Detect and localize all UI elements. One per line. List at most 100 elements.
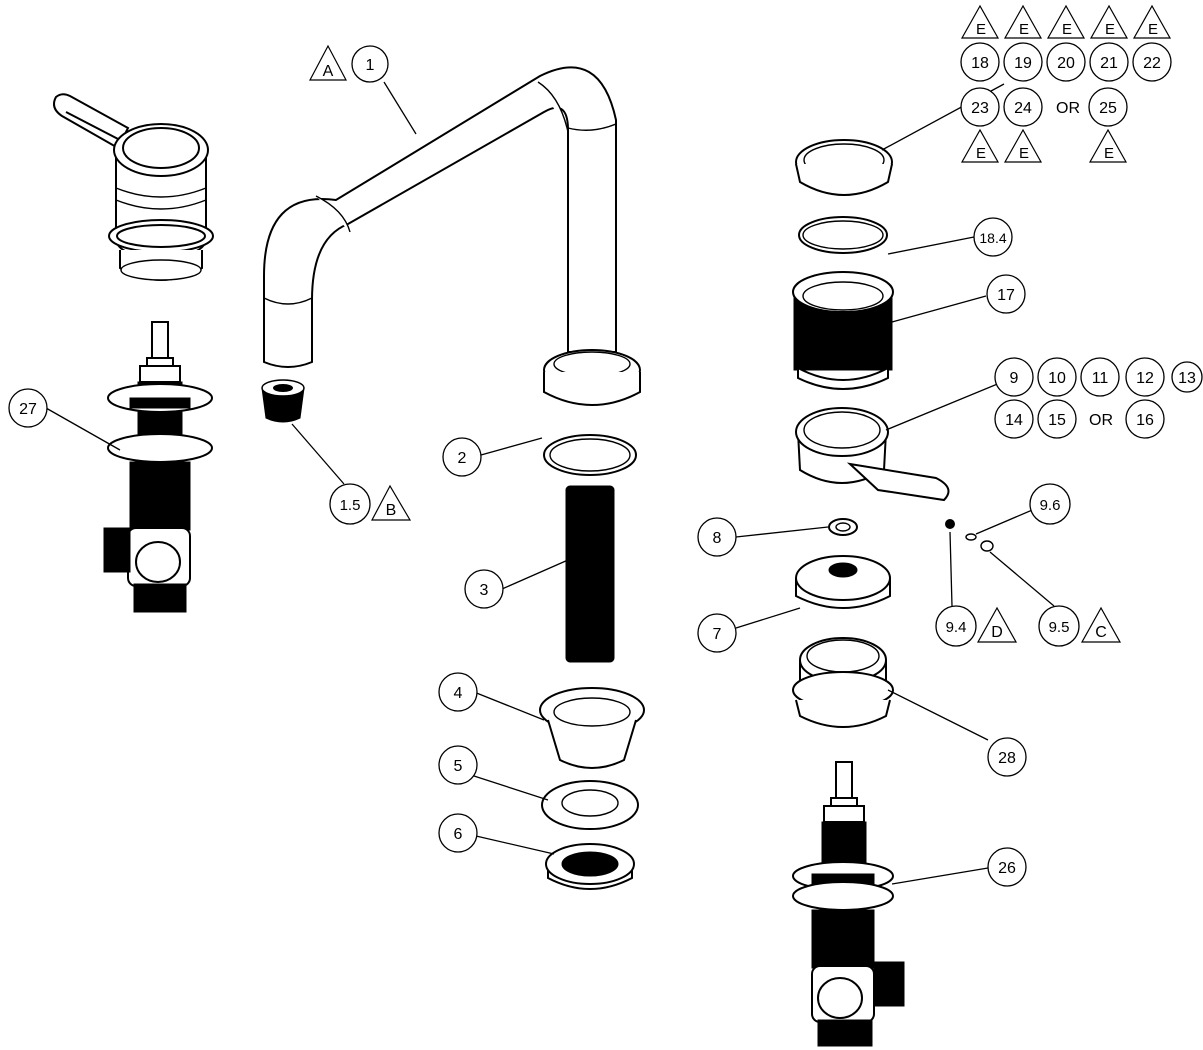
callout-7: 7 <box>697 613 737 653</box>
callout-9: 9 <box>994 357 1034 397</box>
bonnet-7 <box>795 555 891 609</box>
svg-text:1.5: 1.5 <box>340 497 361 514</box>
callout-12: 12 <box>1125 357 1165 397</box>
callout-18-4: 18.4 <box>973 217 1013 257</box>
svg-text:12: 12 <box>1136 370 1154 387</box>
nut-6 <box>545 843 635 890</box>
callout-11: 11 <box>1080 357 1120 397</box>
washer-5 <box>541 780 639 830</box>
callout-6: 6 <box>438 813 478 853</box>
callout-23: 23 <box>960 87 1000 127</box>
svg-text:8: 8 <box>713 530 722 547</box>
callout-22: 22 <box>1132 42 1172 82</box>
or-label-middle: OR <box>1089 412 1113 429</box>
spout <box>263 66 641 406</box>
o-ring-2 <box>543 434 637 476</box>
svg-text:23: 23 <box>971 100 989 117</box>
flag-e-21: E <box>1089 4 1129 39</box>
svg-text:C: C <box>1095 624 1107 641</box>
svg-text:6: 6 <box>454 826 463 843</box>
callout-4: 4 <box>438 672 478 712</box>
svg-text:25: 25 <box>1099 100 1117 117</box>
adapter-28 <box>792 637 894 728</box>
callout-5: 5 <box>438 745 478 785</box>
svg-text:5: 5 <box>454 758 463 775</box>
callout-9-5: 9.5 <box>1038 605 1080 647</box>
callout-25: 25 <box>1088 87 1128 127</box>
callout-17: 17 <box>986 274 1026 314</box>
left-valve-body <box>103 321 213 613</box>
flag-e-23: E <box>960 128 1000 163</box>
svg-text:E: E <box>1062 21 1072 38</box>
aerator <box>261 379 305 423</box>
callout-28: 28 <box>987 737 1027 777</box>
callout-21: 21 <box>1089 42 1129 82</box>
callout-15: 15 <box>1037 399 1077 439</box>
svg-text:9.4: 9.4 <box>946 619 967 636</box>
svg-text:E: E <box>1019 145 1029 162</box>
callout-16: 16 <box>1125 399 1165 439</box>
lever-handle-9 <box>795 407 950 502</box>
svg-text:14: 14 <box>1005 412 1023 429</box>
left-lever-handle <box>53 93 214 281</box>
svg-text:E: E <box>1148 21 1158 38</box>
svg-text:28: 28 <box>998 750 1016 767</box>
svg-text:1: 1 <box>366 57 375 74</box>
callout-9-4: 9.4 <box>935 605 977 647</box>
knurled-sleeve-17 <box>792 271 894 390</box>
callout-9-6: 9.6 <box>1029 483 1071 525</box>
svg-text:15: 15 <box>1048 412 1066 429</box>
or-label-top: OR <box>1056 100 1080 117</box>
svg-text:17: 17 <box>997 287 1015 304</box>
svg-text:18.4: 18.4 <box>979 230 1006 246</box>
svg-text:E: E <box>1019 21 1029 38</box>
callout-1: 1 <box>351 45 389 83</box>
callout-18: 18 <box>960 42 1000 82</box>
svg-text:20: 20 <box>1057 55 1075 72</box>
callout-20: 20 <box>1046 42 1086 82</box>
callout-10: 10 <box>1037 357 1077 397</box>
flag-c: C <box>1080 606 1122 643</box>
svg-text:9.6: 9.6 <box>1040 497 1061 514</box>
callout-26: 26 <box>987 847 1027 887</box>
callout-1-5: 1.5 <box>329 483 371 525</box>
svg-text:11: 11 <box>1092 370 1109 387</box>
svg-text:9.5: 9.5 <box>1049 619 1070 636</box>
svg-text:E: E <box>1105 21 1115 38</box>
flag-e-22: E <box>1132 4 1172 39</box>
callout-13: 13 <box>1171 361 1203 393</box>
svg-text:E: E <box>976 21 986 38</box>
flag-e-24: E <box>1003 128 1043 163</box>
flange-4 <box>539 687 645 769</box>
o-ring-18-4 <box>798 216 888 254</box>
svg-text:16: 16 <box>1136 412 1154 429</box>
flag-d: D <box>976 606 1018 643</box>
flag-e-19: E <box>1003 4 1043 39</box>
callout-8: 8 <box>697 517 737 557</box>
right-valve-body <box>792 761 905 1047</box>
flag-e-20: E <box>1046 4 1086 39</box>
svg-text:B: B <box>386 502 397 519</box>
svg-text:A: A <box>323 63 334 80</box>
callout-14: 14 <box>994 399 1034 439</box>
callout-19: 19 <box>1003 42 1043 82</box>
callout-bubbles: 1 1.5 2 3 4 5 6 7 8 9 10 11 12 13 14 15 … <box>8 42 1203 887</box>
flag-triangles: A B C D E E E E E E E E <box>309 4 1172 643</box>
svg-text:3: 3 <box>480 582 489 599</box>
svg-text:27: 27 <box>19 401 37 418</box>
callout-3: 3 <box>464 569 504 609</box>
svg-text:19: 19 <box>1014 55 1032 72</box>
svg-text:D: D <box>991 624 1003 641</box>
flag-e-18: E <box>960 4 1000 39</box>
svg-text:E: E <box>976 145 986 162</box>
flag-a: A <box>309 44 347 81</box>
svg-text:18: 18 <box>971 55 989 72</box>
threaded-shank-3 <box>565 485 615 663</box>
callout-24: 24 <box>1003 87 1043 127</box>
svg-text:21: 21 <box>1100 55 1118 72</box>
svg-text:13: 13 <box>1178 370 1196 387</box>
svg-text:E: E <box>1104 145 1114 162</box>
svg-text:2: 2 <box>458 450 467 467</box>
svg-text:7: 7 <box>713 626 722 643</box>
